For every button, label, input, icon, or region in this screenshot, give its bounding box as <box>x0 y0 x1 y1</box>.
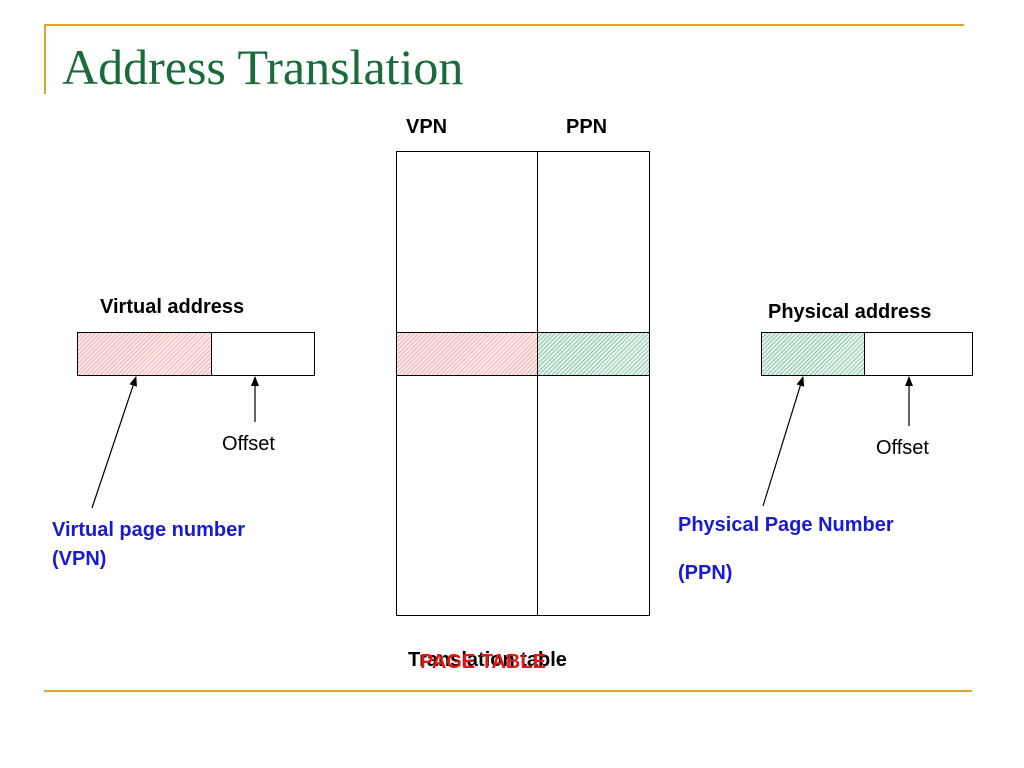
physical-address-label: Physical address <box>768 301 932 323</box>
virtual-page-number-label: Virtual page number <box>52 519 246 541</box>
table-header-vpn: VPN <box>406 116 448 138</box>
frame-top-line <box>44 24 964 26</box>
virtual-address-vpn-field <box>77 332 212 376</box>
virtual-address-offset-field <box>211 332 315 376</box>
physical-address-ppn-field <box>761 332 865 376</box>
physical-address-offset-field <box>864 332 973 376</box>
frame-bottom-line <box>44 690 972 692</box>
page-table-ppn-column <box>537 151 650 616</box>
virtual-offset-label: Offset <box>222 433 275 455</box>
virtual-page-number-abbr: (VPN) <box>52 548 107 570</box>
table-caption-overlay: PAGE TABLE <box>420 651 546 673</box>
page-table-ppn-entry <box>537 332 650 376</box>
table-caption: Translation table <box>408 649 567 671</box>
slide-title: Address Translation <box>62 39 464 95</box>
arrow-physical-ppn <box>762 376 805 507</box>
arrow-virtual-vpn <box>91 376 137 509</box>
page-table-vpn-entry <box>396 332 538 376</box>
frame-left-line <box>44 24 46 94</box>
physical-page-number-label: Physical Page Number <box>678 514 894 536</box>
table-header-ppn: PPN <box>566 116 608 138</box>
virtual-address-label: Virtual address <box>100 296 245 318</box>
physical-page-number-abbr: (PPN) <box>678 562 733 584</box>
page-table-vpn-column <box>396 151 538 616</box>
physical-offset-label: Offset <box>876 437 929 459</box>
